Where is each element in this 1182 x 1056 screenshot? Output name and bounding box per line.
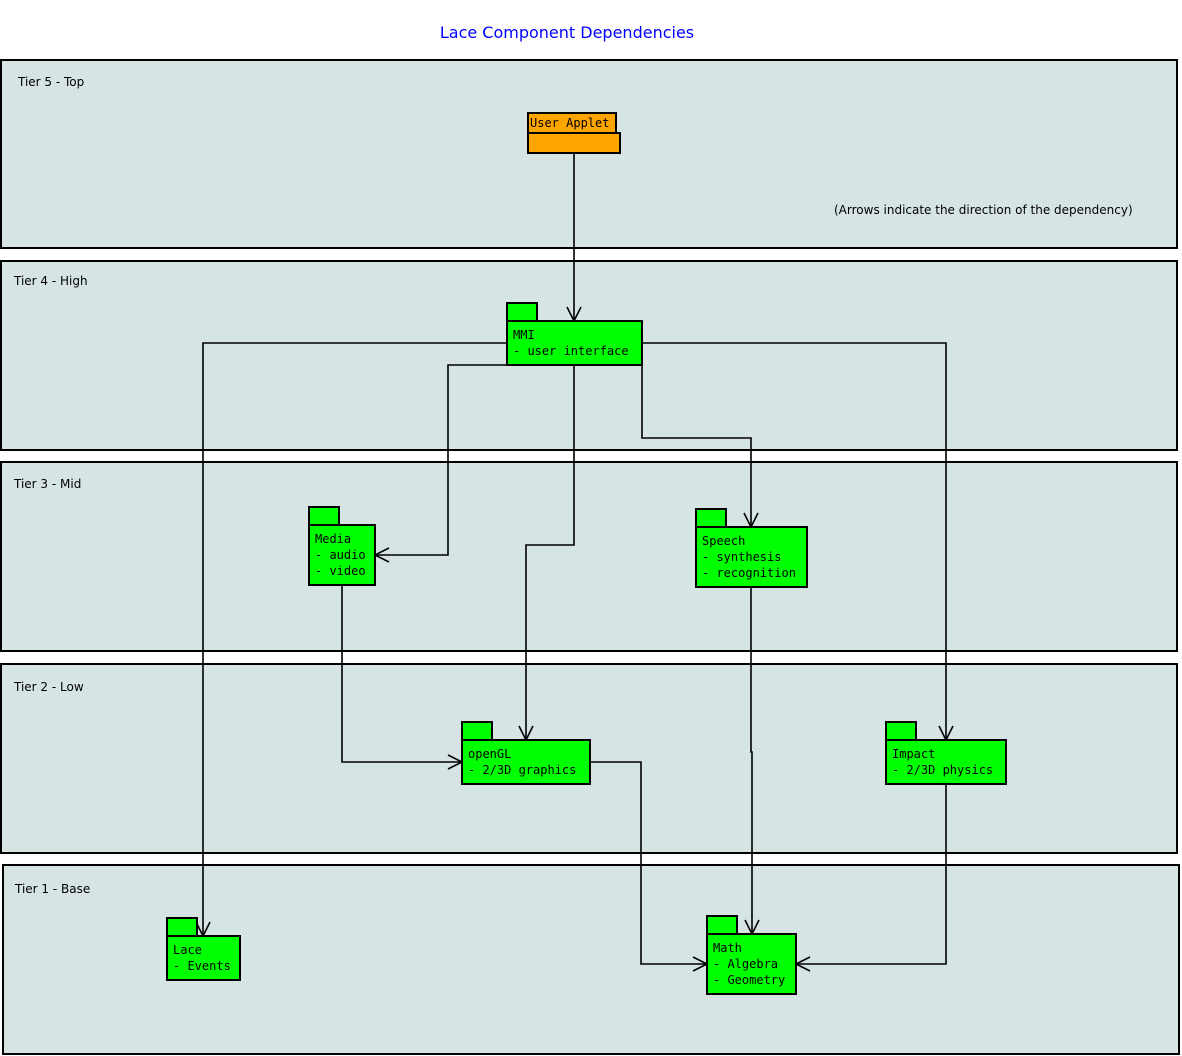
package-body <box>695 526 808 588</box>
package-mmi[interactable]: MMI - user interface <box>506 302 643 366</box>
package-body <box>308 524 376 586</box>
package-opengl[interactable]: openGL - 2/3D graphics <box>461 721 591 785</box>
package-impact[interactable]: Impact - 2/3D physics <box>885 721 1007 785</box>
package-feature: - audio <box>315 548 366 562</box>
tier-label: Tier 2 - Low <box>13 680 84 694</box>
package-name: MMI <box>513 328 535 342</box>
dependency-arrow-mmi-to-media <box>373 364 507 563</box>
package-feature: - recognition <box>702 566 796 580</box>
package-tab <box>461 721 493 741</box>
tier-label: Tier 3 - Mid <box>13 477 81 491</box>
package-tab <box>308 506 340 526</box>
dependency-arrow-impact-to-math <box>794 784 947 972</box>
package-name: Math <box>713 941 742 955</box>
package-media[interactable]: Media - audio - video <box>308 506 376 586</box>
package-name: Speech <box>702 534 745 548</box>
tier-label: Tier 5 - Top <box>17 75 84 89</box>
package-name: Lace <box>173 943 202 957</box>
dependency-arrow-mmi-to-speech <box>641 365 759 529</box>
package-tab <box>885 721 917 741</box>
package-tab <box>695 508 727 528</box>
dependency-arrow-media-to-opengl <box>341 585 464 770</box>
tier-band-t3 <box>0 461 1178 652</box>
dependency-arrow-mmi-to-lace <box>195 342 507 938</box>
package-name: Media <box>315 532 351 546</box>
package-body <box>461 739 591 785</box>
package-name: openGL <box>468 747 511 761</box>
package-feature: - user interface <box>513 344 629 358</box>
dependency-arrow-speech-to-math <box>744 587 760 936</box>
package-speech[interactable]: Speech - synthesis - recognition <box>695 508 808 588</box>
package-tab <box>706 915 738 935</box>
package-body <box>885 739 1007 785</box>
package-name: Impact <box>892 747 935 761</box>
tier-label: Tier 1 - Base <box>14 882 90 896</box>
package-feature: - Events <box>173 959 231 973</box>
package-math[interactable]: Math - Algebra - Geometry <box>706 915 797 995</box>
package-lace[interactable]: Lace - Events <box>166 917 241 981</box>
package-feature: - 2/3D graphics <box>468 763 576 777</box>
package-applet[interactable]: User Applet <box>527 112 621 154</box>
tier-label: Tier 4 - High <box>13 274 88 288</box>
package-feature: - Algebra <box>713 957 778 971</box>
package-body <box>166 935 241 981</box>
dependency-arrow-mmi-to-opengl <box>518 365 575 742</box>
package-feature: - Geometry <box>713 973 785 987</box>
package-name: User Applet <box>530 116 609 130</box>
dependency-arrow-mmi-to-impact <box>642 342 954 742</box>
package-feature: - 2/3D physics <box>892 763 993 777</box>
dependency-arrow-opengl-to-math <box>590 761 709 972</box>
package-tab <box>506 302 538 322</box>
legend-note: (Arrows indicate the direction of the de… <box>834 203 1133 217</box>
package-body <box>527 132 621 154</box>
package-tab <box>166 917 198 937</box>
package-body <box>506 320 643 366</box>
package-feature: - synthesis <box>702 550 781 564</box>
package-body <box>706 933 797 995</box>
diagram-title: Lace Component Dependencies <box>440 23 694 42</box>
package-feature: - video <box>315 564 366 578</box>
